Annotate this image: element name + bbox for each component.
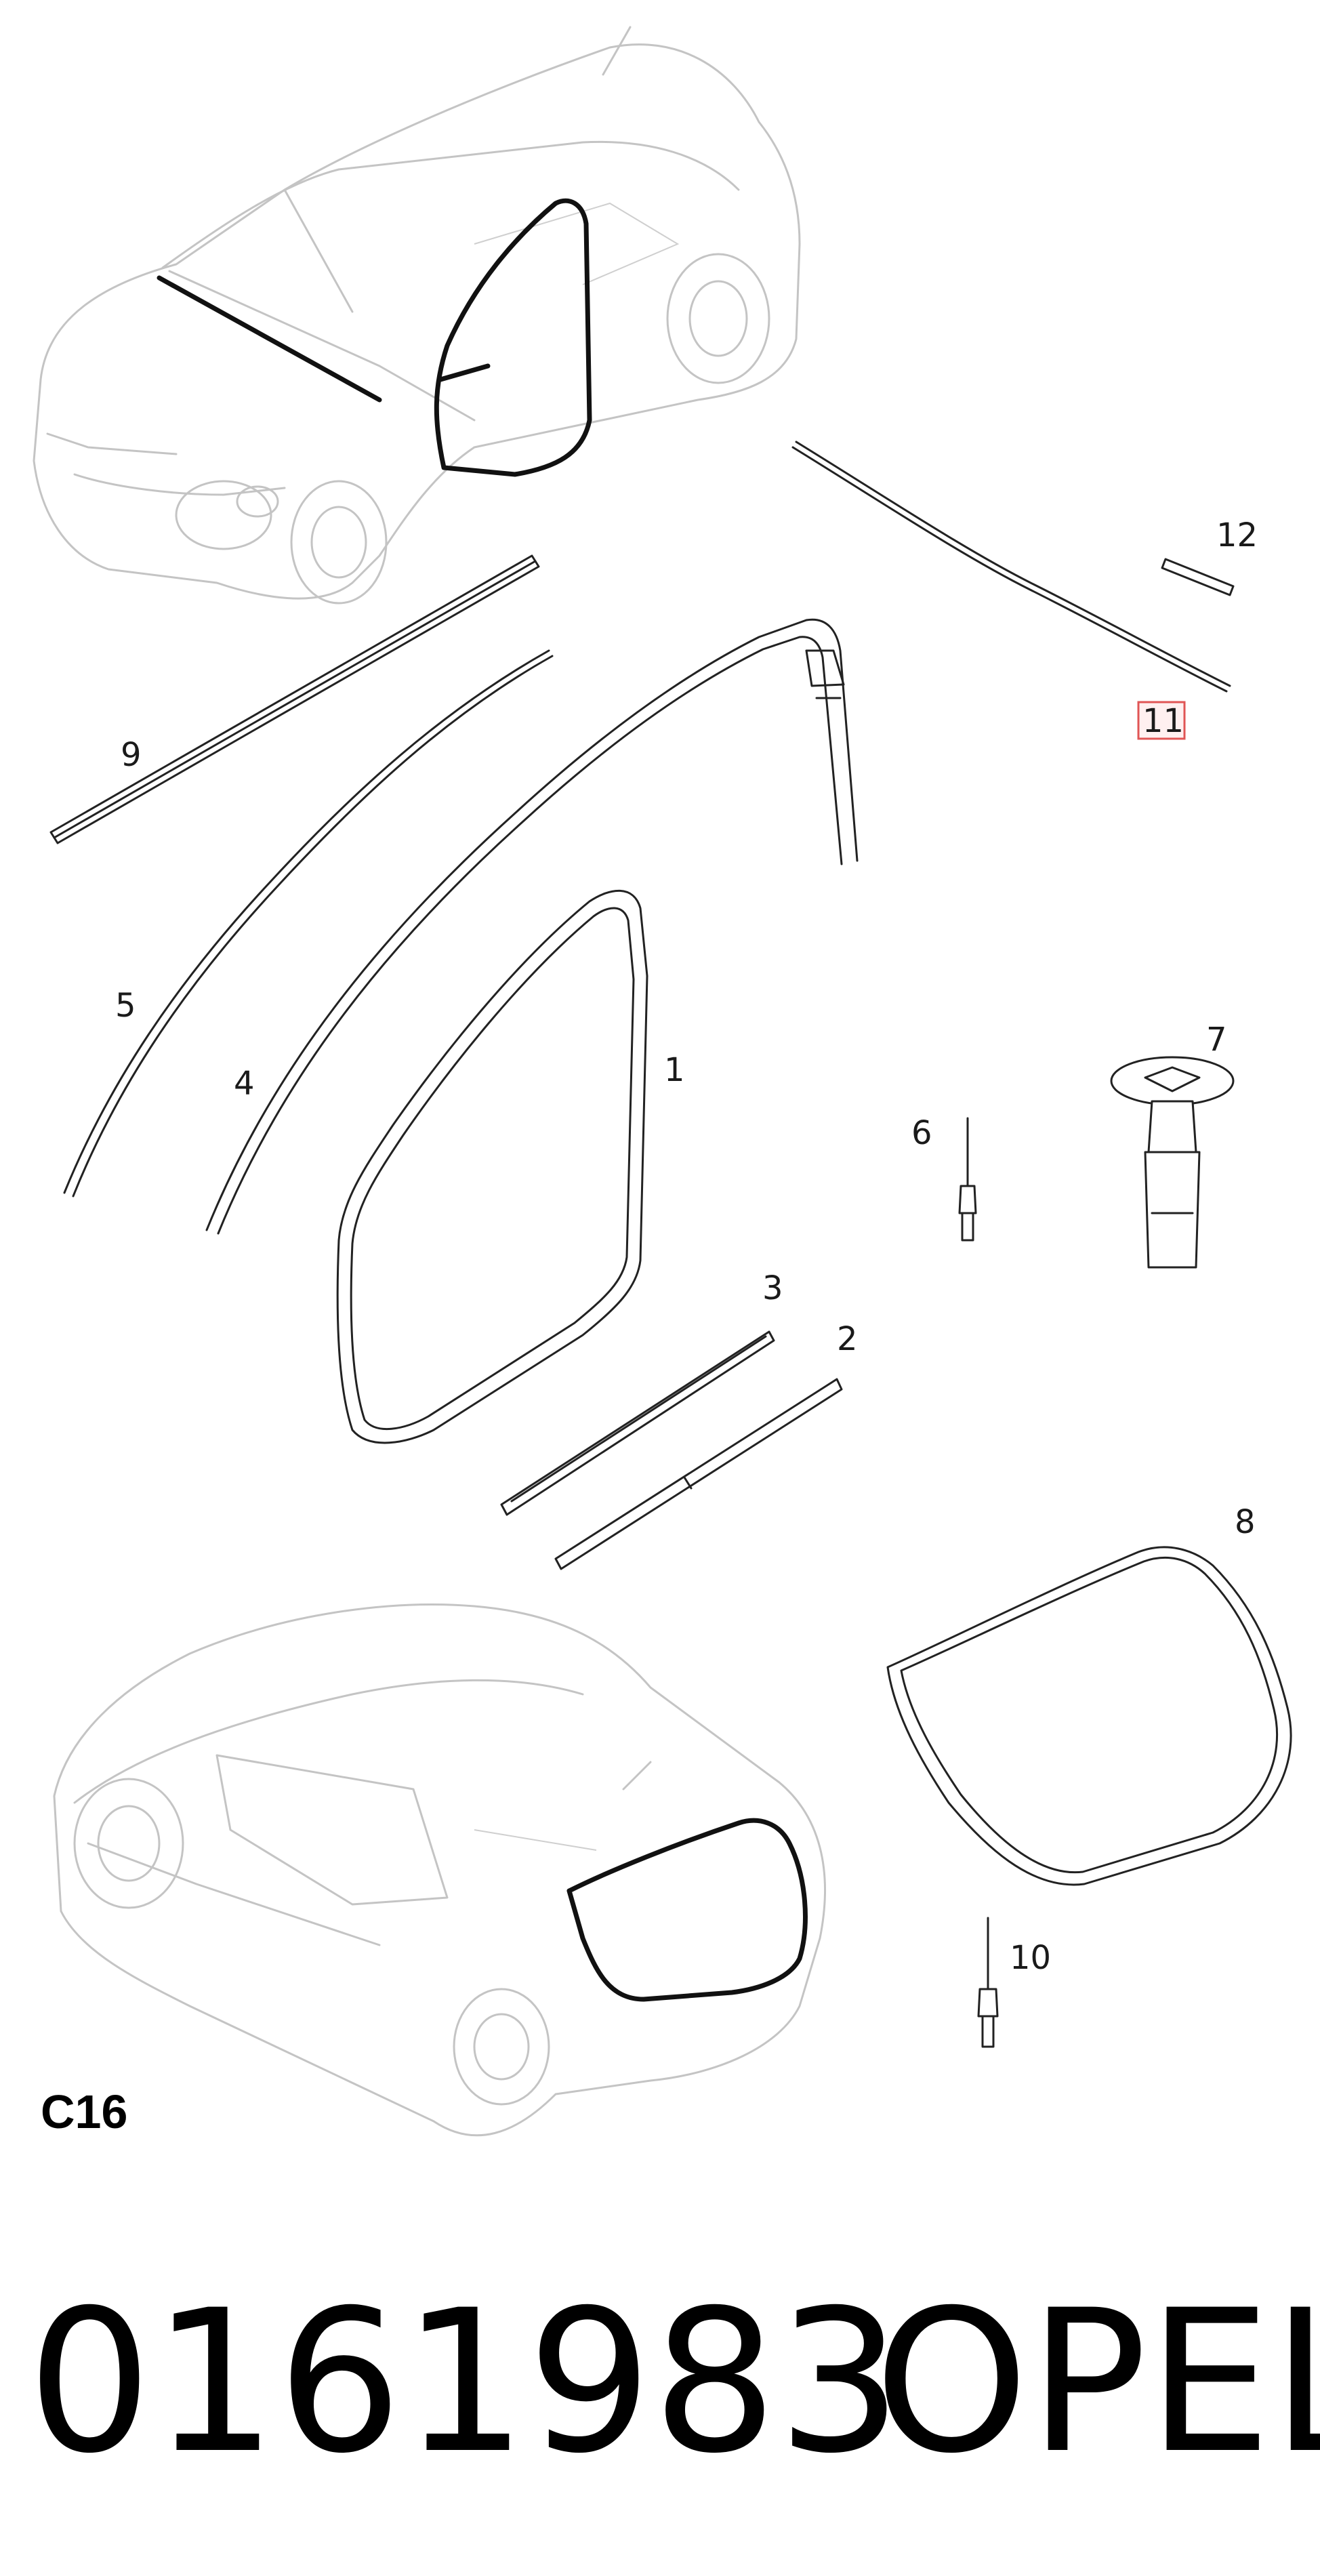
- part-6-pin: [958, 1117, 977, 1242]
- part-12-clip: [1161, 558, 1235, 596]
- part-3-strip: [500, 1330, 775, 1516]
- part-7-clip: [1110, 1056, 1235, 1269]
- callout-2: 2: [837, 1320, 858, 1358]
- callout-1: 1: [664, 1051, 685, 1089]
- part-9-moulding: [49, 554, 540, 844]
- callout-11-highlight: [1137, 701, 1186, 740]
- callout-10: 10: [1010, 1939, 1051, 1977]
- part-number: 0161983: [27, 2268, 903, 2497]
- callout-12: 12: [1216, 516, 1258, 554]
- callout-4: 4: [234, 1065, 255, 1103]
- callout-6: 6: [911, 1114, 932, 1152]
- callouts: 12 11 9 5 4 1 7 6 3 2 8 10: [115, 516, 1258, 1977]
- front-car-illustration: [33, 26, 801, 605]
- part-2-strip: [554, 1378, 843, 1570]
- callout-5: 5: [115, 987, 136, 1025]
- part-10-pin: [977, 1917, 999, 2048]
- part-5-seal: [63, 649, 554, 1198]
- callout-3: 3: [762, 1269, 783, 1307]
- callout-11: 11: [1142, 702, 1184, 740]
- callout-9: 9: [121, 736, 142, 774]
- part-11-strip: [791, 441, 1231, 693]
- callout-8: 8: [1235, 1503, 1256, 1541]
- callout-7: 7: [1206, 1021, 1227, 1059]
- section-code: C16: [41, 2085, 127, 2138]
- part-4-frame-seal: [205, 618, 859, 1235]
- rear-car-illustration: [53, 1603, 826, 2137]
- brand-name: OPEL: [874, 2268, 1320, 2497]
- part-8-rear-seal: [886, 1546, 1292, 1886]
- part-1-door-seal: [336, 889, 648, 1444]
